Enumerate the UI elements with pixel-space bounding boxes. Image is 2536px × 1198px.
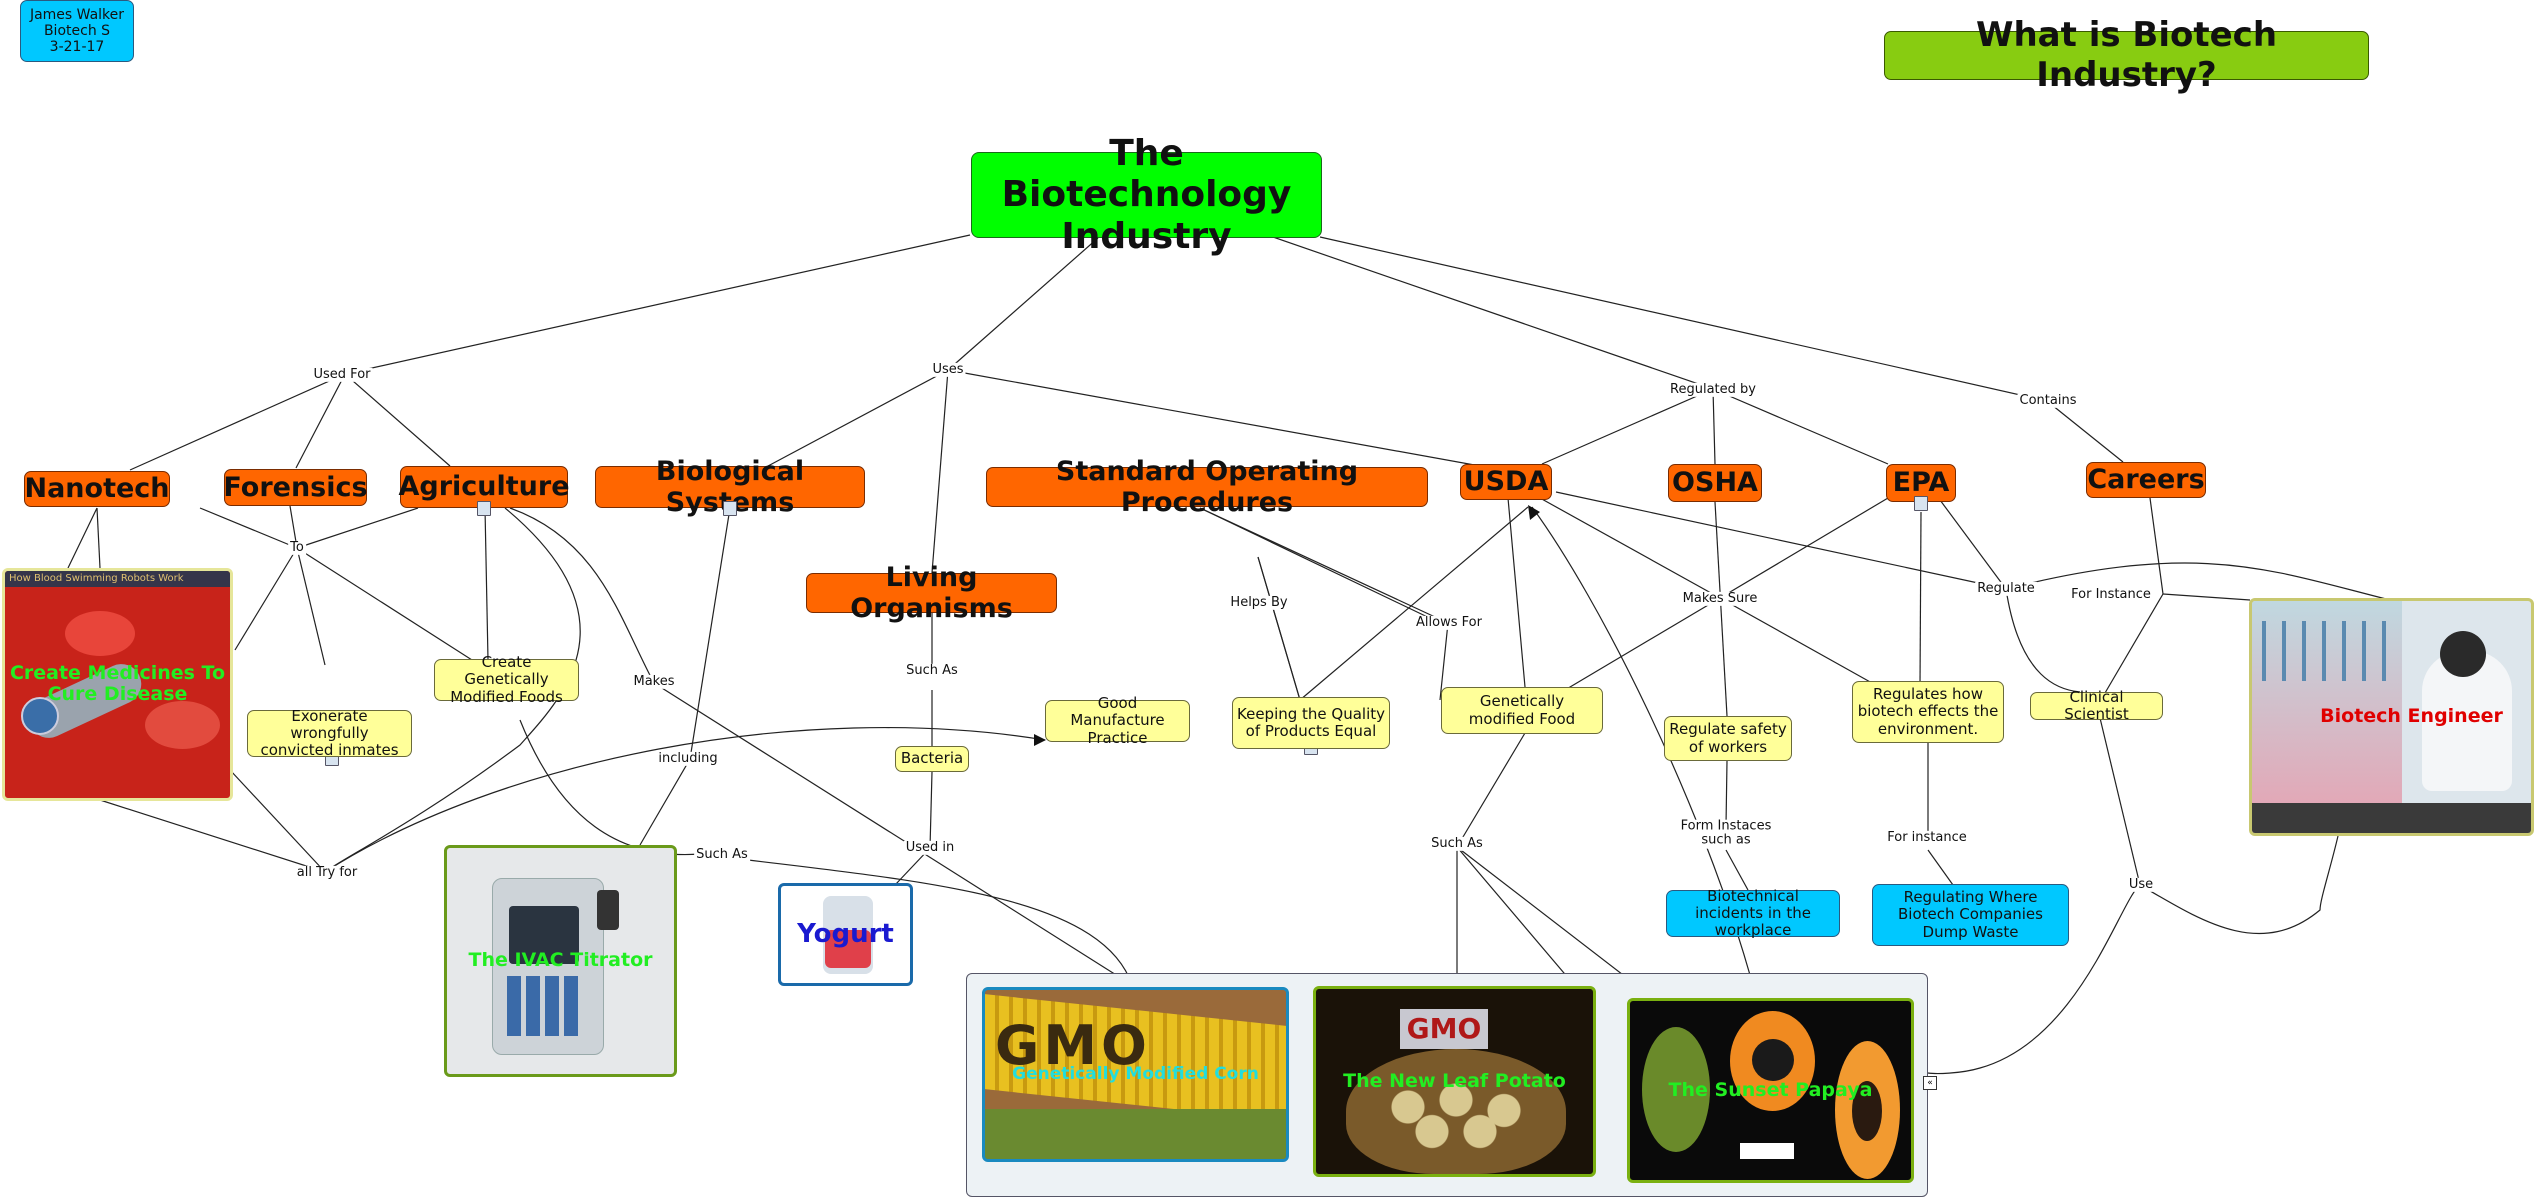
concept-living-organisms[interactable]: Living Organisms (806, 562, 1057, 624)
link-label-such-as: Such As (694, 846, 750, 863)
author-date: 3-21-17 (49, 39, 105, 56)
concept-usda[interactable]: USDA (1460, 464, 1552, 500)
link-label-regulate: Regulate (1975, 580, 2037, 597)
author-box: James Walker Biotech S 3-21-17 (20, 0, 134, 62)
root-concept[interactable]: The Biotechnology Industry (971, 133, 1322, 257)
concept-bacteria[interactable]: Bacteria (895, 746, 969, 772)
concept-gmp[interactable]: Good Manufacture Practice (1045, 695, 1190, 746)
author-class: Biotech S (43, 22, 111, 39)
link-label-uses: Uses (930, 361, 966, 378)
potato-gmo-sign: GMO (1400, 1009, 1488, 1049)
image-biotech-engineer[interactable]: Biotech Engineer (2249, 598, 2534, 836)
concept-regulate-safety[interactable]: Regulate safety of workers (1664, 716, 1792, 761)
concept-nanotech[interactable]: Nanotech (24, 471, 170, 507)
concept-osha[interactable]: OSHA (1668, 464, 1762, 502)
concept-agriculture[interactable]: Agriculture (398, 466, 570, 508)
image-caption: The New Leaf Potato (1343, 1069, 1566, 1092)
image-yogurt[interactable]: Yogurt (778, 883, 913, 986)
image-ivac[interactable]: The IVAC Titrator (444, 845, 677, 1077)
collapse-icon[interactable]: « (1923, 1076, 1937, 1090)
concept-exonerate[interactable]: Exonerate wrongfully convicted inmates (247, 707, 412, 759)
document-icon[interactable] (477, 501, 491, 516)
image-caption: Create Medicines To Cure Disease (9, 661, 226, 706)
author-name: James Walker (29, 6, 125, 23)
document-icon[interactable] (1914, 496, 1928, 511)
image-nanobots[interactable]: How Blood Swimming Robots Work Create Me… (2, 568, 233, 801)
link-label-such-as: Such As (904, 662, 960, 679)
concept-quality[interactable]: Keeping the Quality of Products Equal (1232, 697, 1390, 749)
link-label-contains: Contains (2017, 392, 2079, 409)
link-label-for-instance: For Instance (2069, 586, 2153, 603)
link-label-regulated-by: Regulated by (1668, 381, 1758, 398)
concept-epa[interactable]: EPA (1886, 464, 1956, 502)
concept-dump-waste[interactable]: Regulating Where Biotech Companies Dump … (1872, 884, 2069, 946)
image-caption: The IVAC Titrator (468, 949, 653, 972)
corn-gmo-letters: GMO (995, 1014, 1151, 1077)
image-caption: Biotech Engineer (2320, 705, 2503, 728)
link-label-for-instance: For instance (1885, 829, 1969, 846)
concept-sop[interactable]: Standard Operating Procedures (986, 456, 1428, 518)
map-title: What is Biotech Industry? (1884, 16, 2369, 94)
image-header: How Blood Swimming Robots Work (5, 571, 230, 587)
concept-incidents[interactable]: Biotechnical incidents in the workplace (1666, 887, 1840, 939)
link-label-used-for: Used For (311, 366, 373, 383)
image-caption: Yogurt (797, 918, 894, 949)
link-label-helps-by: Helps By (1228, 594, 1290, 611)
link-label-makes: Makes (631, 673, 677, 690)
concept-environment[interactable]: Regulates how biotech effects the enviro… (1852, 681, 2004, 743)
link-label-use: Use (2126, 876, 2156, 893)
link-label-such-as: Such As (1429, 835, 1485, 852)
concept-create-gmf[interactable]: Create Genetically Modified Foods (434, 654, 579, 705)
link-label-including: including (656, 750, 720, 767)
link-label-to: To (288, 539, 306, 556)
concept-gm-food[interactable]: Genetically modified Food (1441, 687, 1603, 734)
link-label-all-try-for: all Try for (294, 864, 360, 881)
image-papaya[interactable]: The Sunset Papaya (1627, 998, 1914, 1183)
image-potato[interactable]: GMO The New Leaf Potato (1313, 986, 1596, 1177)
concept-clinical-scientist[interactable]: Clinical Scientist (2030, 688, 2163, 723)
link-label-used-in: Used in (903, 839, 957, 856)
image-corn[interactable]: GMO Genetically Modified Corn (982, 987, 1289, 1162)
image-caption: The Sunset Papaya (1668, 1078, 1873, 1101)
image-caption: Genetically Modified Corn (1012, 1063, 1259, 1084)
document-icon[interactable] (723, 501, 737, 516)
link-label-form-instaces: Form Instaces such as (1678, 818, 1774, 849)
link-label-makes-sure: Makes Sure (1680, 590, 1760, 607)
concept-forensics[interactable]: Forensics (223, 469, 368, 506)
link-label-allows-for: Allows For (1414, 614, 1484, 631)
concept-careers[interactable]: Careers (2086, 462, 2206, 498)
